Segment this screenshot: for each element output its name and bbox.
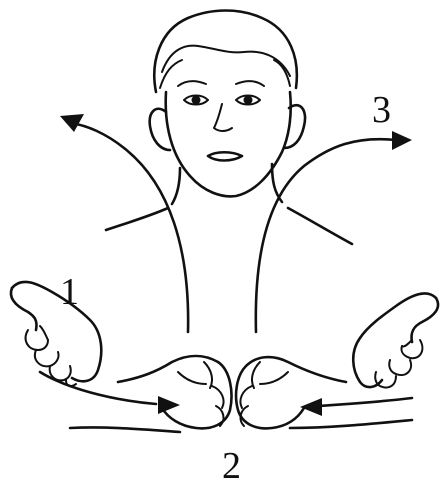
open-hand-left [11, 282, 101, 386]
label-step-2: 2 [222, 445, 241, 483]
fist-right [236, 357, 346, 428]
arrow-inward-left-icon [40, 372, 180, 414]
label-step-1: 1 [60, 271, 79, 313]
arrow-up-right-icon [256, 131, 412, 332]
arrow-inward-right-icon [300, 398, 412, 416]
label-step-3: 3 [372, 89, 391, 131]
fist-left [118, 356, 232, 428]
person-head [106, 11, 352, 245]
open-hand-right [353, 293, 438, 387]
